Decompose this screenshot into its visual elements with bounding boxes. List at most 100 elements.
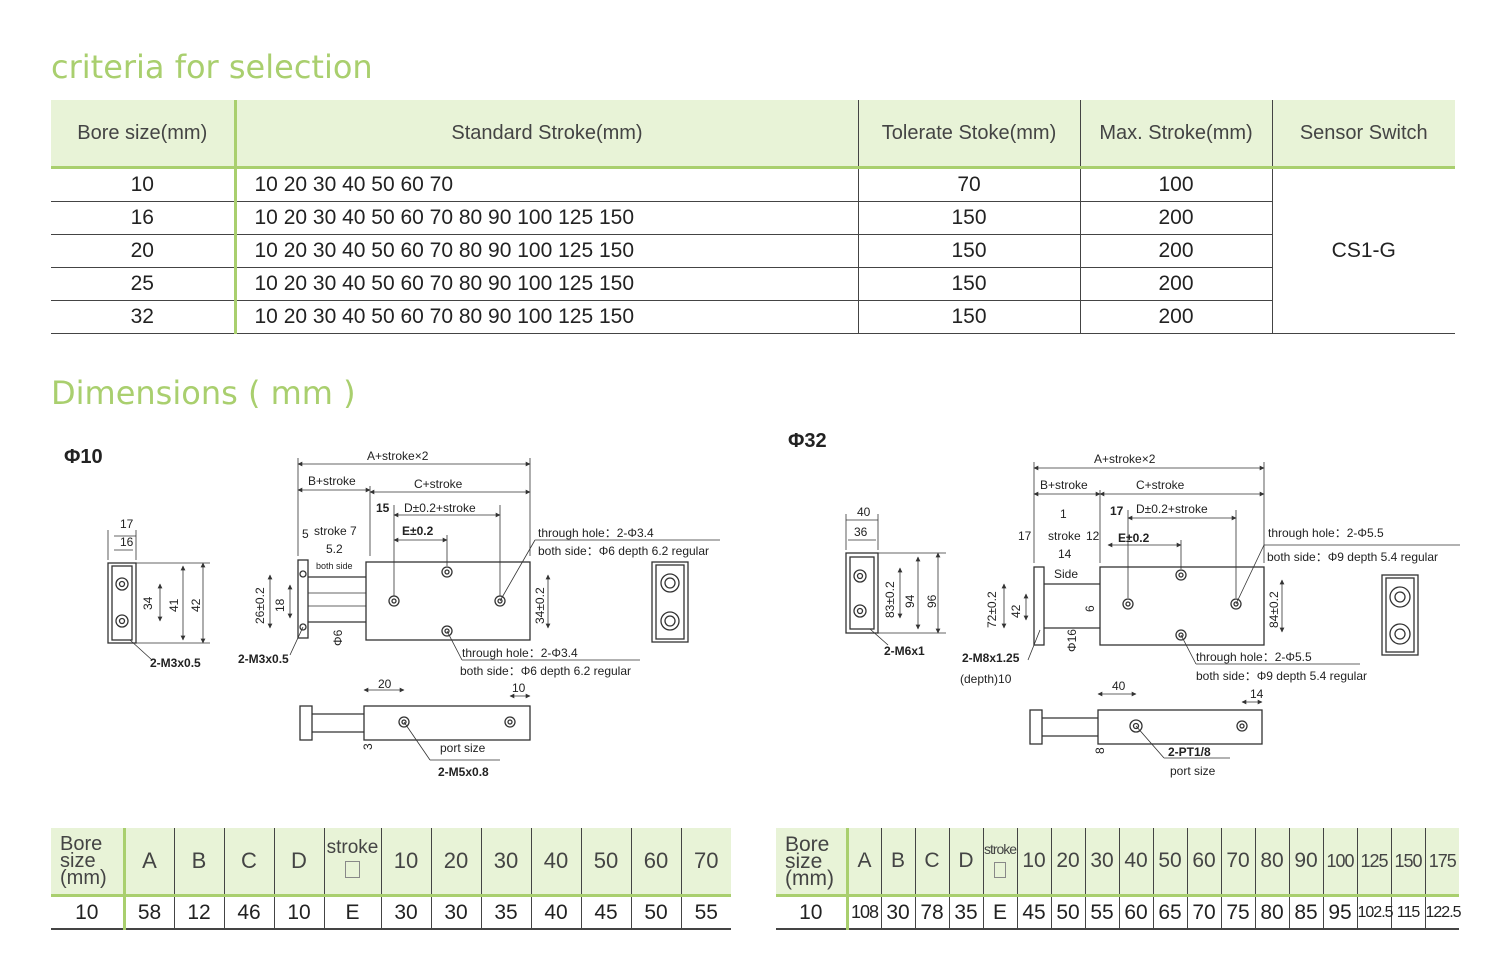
dim32-cell: 45 <box>1017 895 1052 930</box>
d32-phi16: Φ16 <box>1065 629 1079 652</box>
d32-th1b: both side：Φ9 depth 5.4 regular <box>1267 550 1438 564</box>
d32-n17b: 17 <box>1110 504 1124 518</box>
d10-n5: 5 <box>302 527 309 541</box>
d32-depth: (depth)10 <box>960 672 1012 686</box>
dim10-stroke-60: 60 <box>631 828 682 897</box>
d32-n8: 8 <box>1093 747 1107 754</box>
d10-end-view <box>107 530 210 661</box>
cell-tolerate-stroke: 150 <box>858 201 1081 235</box>
d10-n17: 17 <box>120 517 134 531</box>
d10-bothside: both side <box>316 561 353 571</box>
dim32-cell: 65 <box>1153 895 1188 930</box>
d32-e: E±0.2 <box>1118 531 1150 545</box>
dim10-stroke-10: 10 <box>381 828 432 897</box>
d32-n94: 94 <box>903 594 917 608</box>
dim10-stroke-70: 70 <box>681 828 731 897</box>
d32-th1: through hole：2-Φ5.5 <box>1268 526 1384 540</box>
d10-n15: 15 <box>376 501 390 515</box>
dim32-cell: 70 <box>1187 895 1222 930</box>
dim32-cell: 60 <box>1119 895 1154 930</box>
section-title-dimensions: Dimensions ( mm ) <box>51 374 356 412</box>
d32-n42: 42 <box>1009 604 1023 618</box>
d32-n36: 36 <box>854 525 868 539</box>
d32-th2: through hole：2-Φ5.5 <box>1196 650 1312 664</box>
d10-n34b: 34 <box>141 596 155 610</box>
cell-max-stroke: 200 <box>1080 201 1273 235</box>
d10-n20: 20 <box>378 677 392 691</box>
d32-n17: 17 <box>1018 529 1032 543</box>
table-row: 10 108 30 78 35 E 45 50 55 60 65 70 75 8… <box>776 895 1462 930</box>
d10-e: E±0.2 <box>402 524 434 538</box>
d32-n14: 14 <box>1058 547 1072 561</box>
cell-tolerate-stroke: 70 <box>858 167 1081 202</box>
d10-th2: through hole：2-Φ3.4 <box>462 646 578 660</box>
dim32-stroke-100: 100 <box>1323 828 1358 897</box>
d10-a: A+stroke×2 <box>367 449 429 463</box>
dim10-col-a: A <box>124 828 175 897</box>
dim10-cell: 55 <box>681 895 731 930</box>
cell-max-stroke: 200 <box>1080 267 1273 301</box>
d32-front-view <box>1001 462 1460 665</box>
d10-c: C+stroke <box>414 477 463 491</box>
cell-bore: 25 <box>51 267 237 301</box>
header-standard-stroke: Standard Stroke(mm) <box>235 100 859 169</box>
d10-n10: 10 <box>512 681 526 695</box>
dim10-cell: 35 <box>481 895 532 930</box>
d32-pt: 2-PT1/8 <box>1168 745 1211 759</box>
dim32-stroke-60: 60 <box>1187 828 1222 897</box>
d10-d: D±0.2+stroke <box>404 501 476 515</box>
dim32-cell: 75 <box>1221 895 1256 930</box>
selection-header-row: Bore size(mm) Standard Stroke(mm) Tolera… <box>51 100 1455 169</box>
cell-bore: 32 <box>51 300 237 334</box>
cell-tolerate-stroke: 150 <box>858 300 1081 334</box>
dim32-cell: 10 <box>776 895 849 930</box>
dim32-stroke-40: 40 <box>1119 828 1154 897</box>
section-title-selection: criteria for selection <box>51 48 373 86</box>
dim32-cell: 85 <box>1289 895 1324 930</box>
dim32-col-c: C <box>915 828 950 897</box>
d10-th1b: both side：Φ6 depth 6.2 regular <box>538 544 709 558</box>
cell-standard-stroke: 10 20 30 40 50 60 70 80 90 100 125 150 <box>235 201 859 235</box>
dim10-stroke-30: 30 <box>481 828 532 897</box>
dim32-stroke-150: 150 <box>1391 828 1426 897</box>
dim32-cell: 55 <box>1085 895 1120 930</box>
d32-th2b: both side：Φ9 depth 5.4 regular <box>1196 669 1367 683</box>
dim32-stroke-50: 50 <box>1153 828 1188 897</box>
checkbox-icon <box>345 861 360 878</box>
d32-a: A+stroke×2 <box>1094 452 1156 466</box>
cell-sensor-switch: CS1-G <box>1272 167 1455 334</box>
dim10-stroke-20: 20 <box>431 828 482 897</box>
d32-d: D±0.2+stroke <box>1136 502 1208 516</box>
dim32-stroke-10: 10 <box>1017 828 1052 897</box>
d10-b: B+stroke <box>308 474 356 488</box>
d32-b: B+stroke <box>1040 478 1088 492</box>
dim32-cell: 102.5 <box>1357 895 1394 930</box>
d32-n12: 12 <box>1086 529 1100 543</box>
d10-n18: 18 <box>273 598 287 612</box>
dim32-cell: 95 <box>1323 895 1358 930</box>
cell-standard-stroke: 10 20 30 40 50 60 70 80 90 100 125 150 <box>235 300 859 334</box>
d32-n6: 6 <box>1083 605 1097 612</box>
d10-th1: through hole：2-Φ3.4 <box>538 526 654 540</box>
dim32-stroke-30: 30 <box>1085 828 1120 897</box>
dim10-cell: 10 <box>274 895 325 930</box>
d32-n96: 96 <box>925 594 939 608</box>
table-row: 20 10 20 30 40 50 60 70 80 90 100 125 15… <box>51 234 1455 268</box>
dim32-stroke-90: 90 <box>1289 828 1324 897</box>
d10-stroke7: stroke 7 <box>314 524 357 538</box>
dim10-cell: 46 <box>224 895 275 930</box>
dim10-cell: 40 <box>531 895 582 930</box>
d10-n26: 26±0.2 <box>253 587 267 624</box>
dim10-col-d: D <box>274 828 325 897</box>
dim10-stroke-40: 40 <box>531 828 582 897</box>
dim32-cell: 35 <box>949 895 984 930</box>
d32-n72: 72±0.2 <box>985 591 999 628</box>
d10-n42: 42 <box>189 598 203 612</box>
dim32-cell: 108 <box>847 895 882 930</box>
cell-bore: 16 <box>51 201 237 235</box>
d10-n41: 41 <box>167 598 181 612</box>
d10-m5: 2-M5x0.8 <box>438 765 489 779</box>
